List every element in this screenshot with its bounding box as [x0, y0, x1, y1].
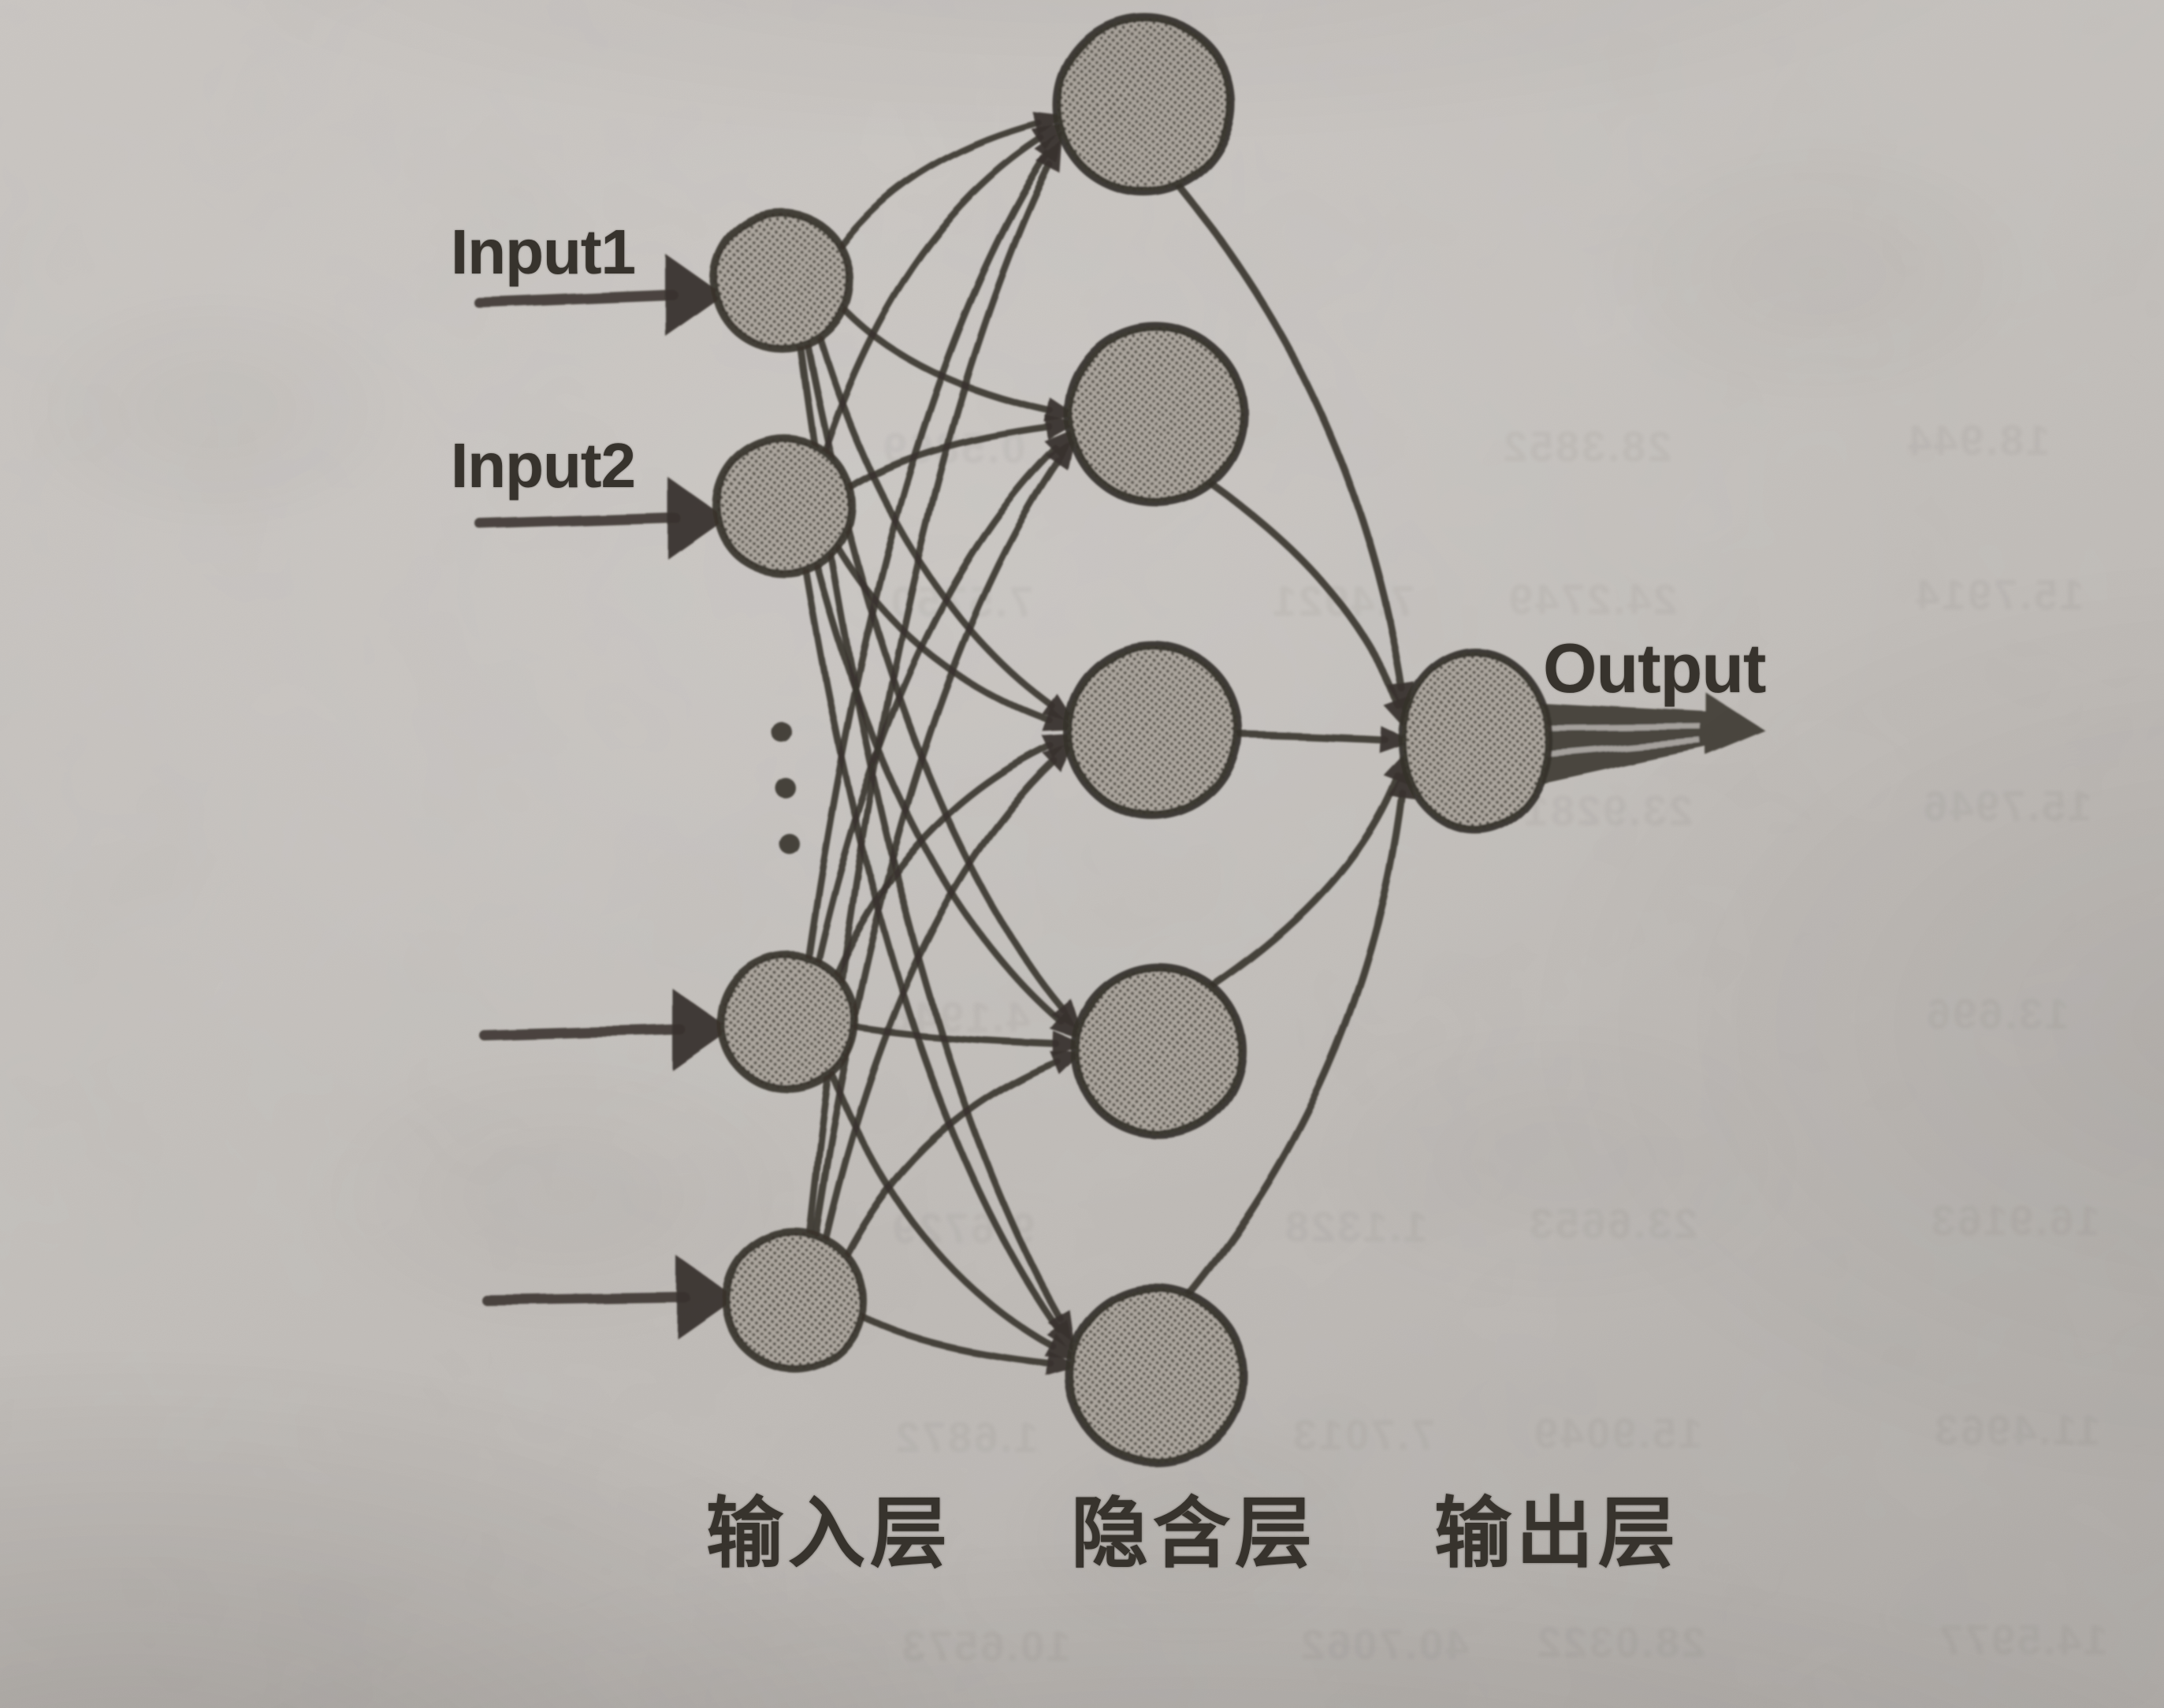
caption-output-layer: 输出层: [1433, 1490, 1681, 1576]
input2-label: Input2: [451, 430, 636, 500]
arrowhead-input4-hidden1: [1036, 139, 1062, 173]
input-node-2: [712, 434, 856, 578]
edge-input2-hidden5: [803, 568, 1063, 1334]
edge-hidden2-output: [1208, 480, 1402, 709]
input-arrow-head-3: [672, 988, 731, 1070]
output-label: Output: [1543, 629, 1766, 707]
arrowhead-hidden5-output: [1389, 765, 1415, 800]
edge-input1-hidden1: [838, 119, 1043, 249]
edge-hidden5-output: [1186, 789, 1407, 1297]
input-ellipsis-dot-2: [775, 778, 796, 798]
hidden-node-4: [1070, 962, 1247, 1139]
edge-input3-hidden3: [832, 742, 1054, 977]
arrowhead-input4-hidden2: [1046, 437, 1075, 471]
arrowhead-input4-hidden5: [1046, 1350, 1079, 1376]
arrowhead-input3-hidden4: [1052, 1031, 1084, 1057]
input-node-4: [722, 1228, 867, 1373]
edge-input4-hidden2: [812, 456, 1062, 1237]
input-arrow-shaft-2: [475, 512, 681, 530]
edge-input2-hidden2: [847, 423, 1054, 491]
input-arrow-head-1: [665, 254, 723, 336]
output-arrow-stripe-2: [1545, 738, 1701, 757]
input-arrow-head-2: [667, 477, 726, 559]
input-arrow-head-4: [677, 1256, 735, 1338]
hidden-node-3: [1063, 641, 1243, 821]
caption-hidden-layer: 隐含层: [1070, 1490, 1318, 1576]
input-node-1: [710, 209, 853, 352]
input-node-3: [717, 951, 859, 1093]
input-arrow-shaft-4: [482, 1292, 690, 1306]
hidden-node-5: [1065, 1284, 1247, 1467]
output-arrow: [1541, 693, 1765, 783]
arrowhead-input2-hidden5: [1047, 1319, 1076, 1353]
edge-hidden4-output: [1209, 772, 1402, 989]
output-node: [1398, 648, 1552, 834]
edge-input4-hidden4: [843, 1058, 1062, 1258]
edge-input4-hidden5: [859, 1313, 1054, 1368]
edge-input3-hidden2: [814, 445, 1059, 964]
input-arrow-shaft-1: [474, 289, 679, 308]
edge-input3-hidden4: [853, 1024, 1060, 1047]
ink-layer: [474, 13, 1765, 1467]
caption-input-layer: 输入层: [705, 1490, 953, 1576]
arrowhead-hidden3-output: [1379, 725, 1413, 753]
arrowhead-input2-hidden2: [1045, 415, 1078, 441]
edge-hidden3-output: [1236, 730, 1389, 743]
input-arrow-shaft-3: [478, 1024, 686, 1040]
input-ellipsis-dot-1: [772, 723, 793, 743]
hidden-node-2: [1064, 322, 1248, 507]
input-ellipsis-dot-3: [779, 833, 799, 854]
input1-label: Input1: [451, 217, 636, 287]
edge-input1-hidden2: [841, 306, 1054, 415]
edge-input3-hidden1: [805, 150, 1051, 961]
edge-input4-hidden3: [822, 757, 1058, 1241]
edge-input2-hidden3: [835, 545, 1054, 724]
edge-hidden1-output: [1176, 183, 1406, 693]
edge-input2-hidden1: [821, 134, 1045, 453]
hidden-node-1: [1052, 13, 1236, 197]
output-arrow-stripe-1: [1545, 724, 1701, 731]
